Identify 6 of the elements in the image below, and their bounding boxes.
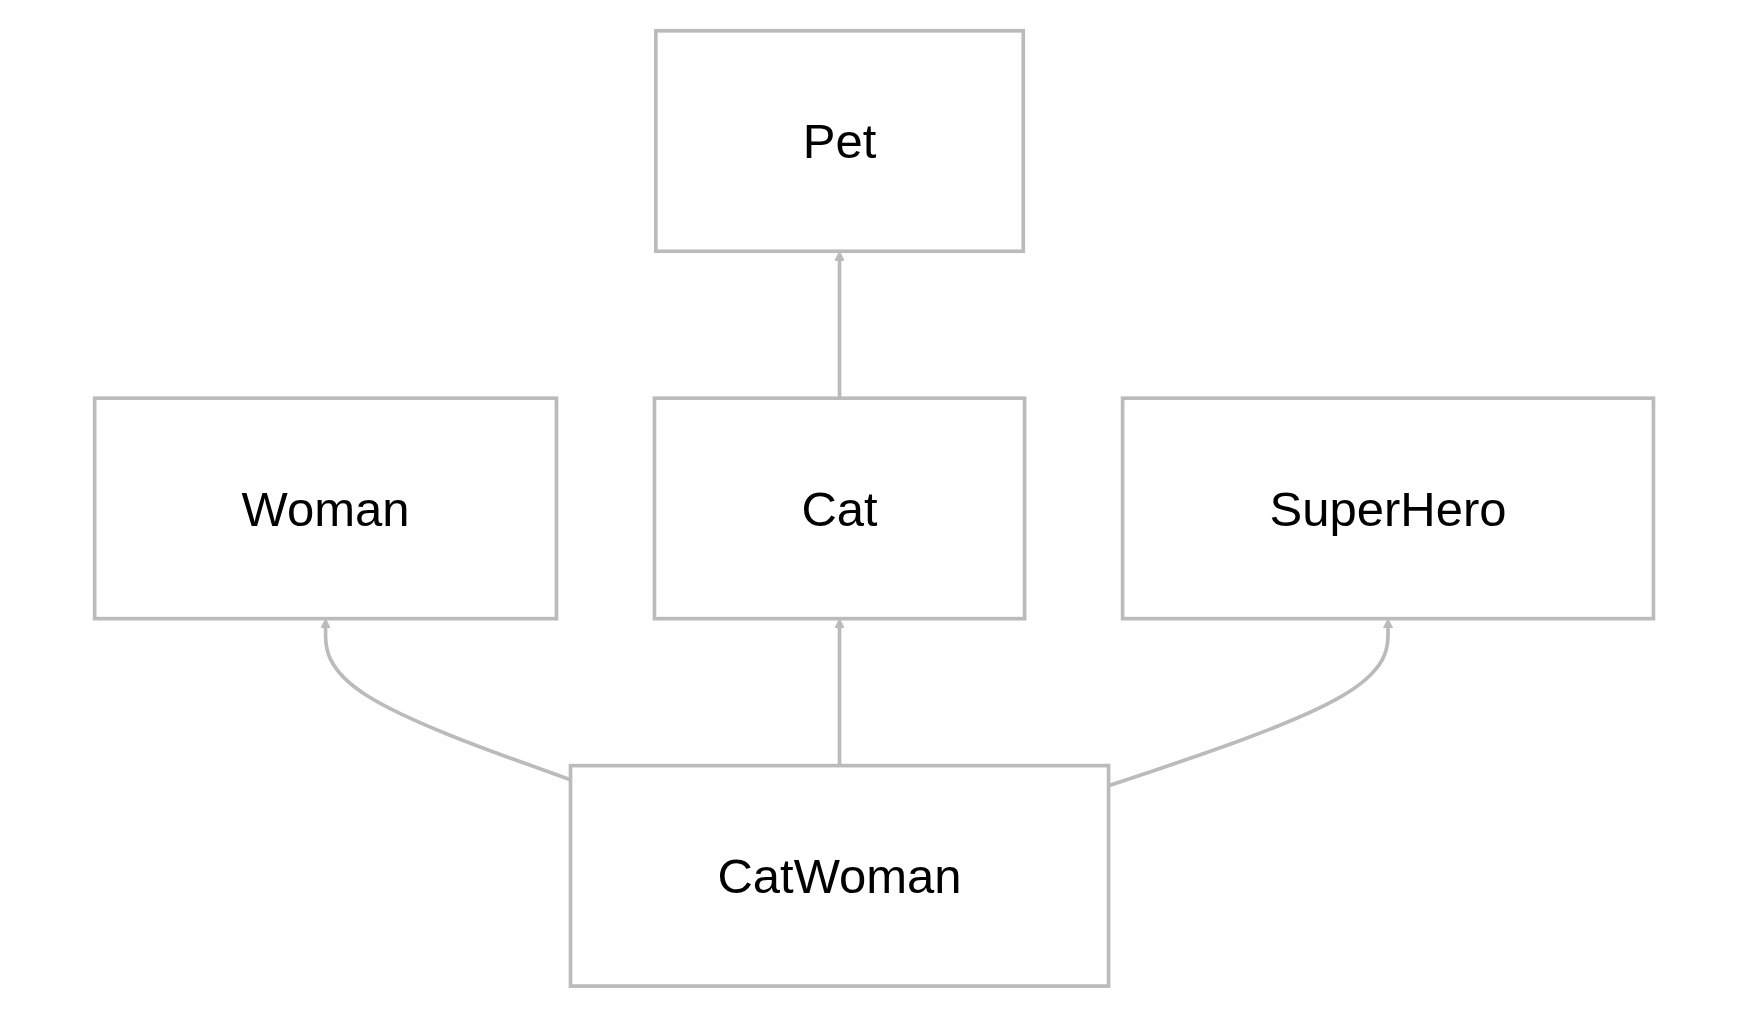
arrow xyxy=(834,618,845,766)
node-box: Woman xyxy=(92,396,559,621)
node-box: Cat xyxy=(652,396,1027,621)
node-box: Pet xyxy=(653,29,1026,254)
node-box: CatWoman xyxy=(568,763,1111,988)
node-box: SuperHero xyxy=(1120,396,1656,621)
